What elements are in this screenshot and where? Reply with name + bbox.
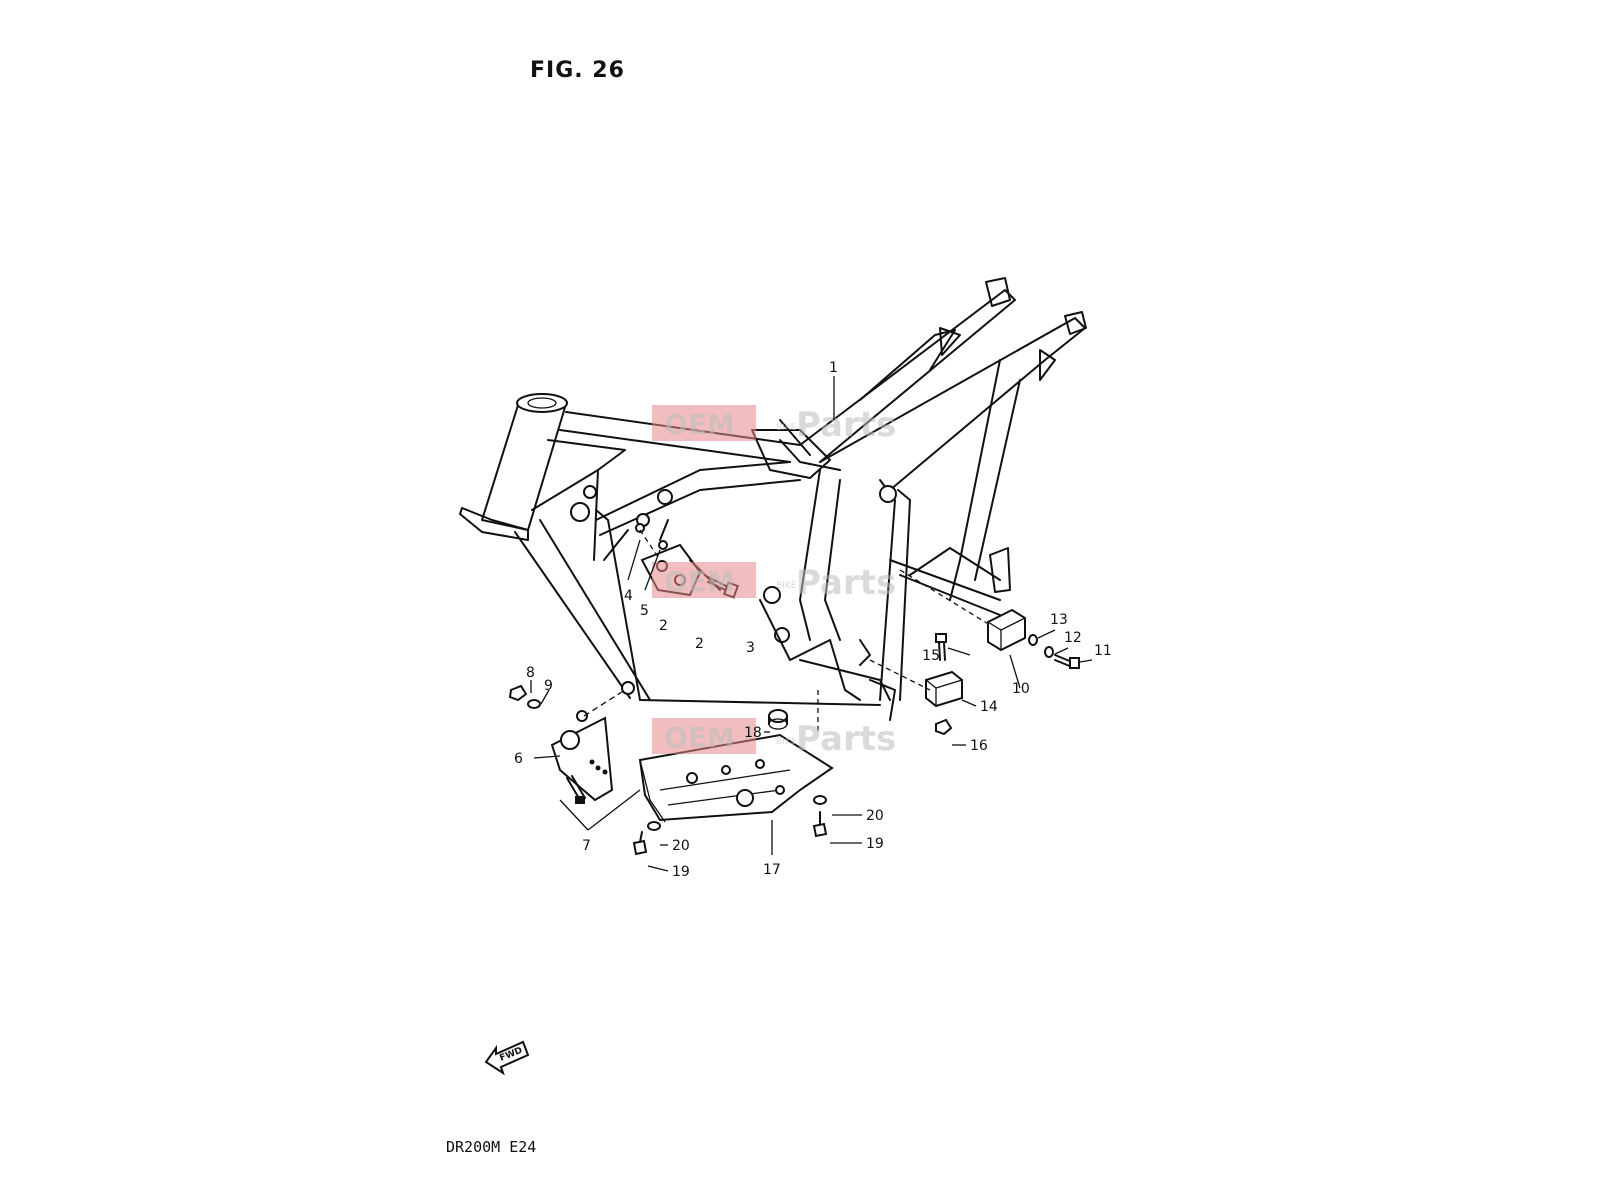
callout-10: 10 — [1012, 681, 1030, 697]
skid-plate — [638, 733, 834, 823]
cushion-10 — [987, 608, 1026, 652]
nut-16 — [935, 718, 953, 736]
watermark: OEM Parts BIKE OEM Parts BIKE OEM Parts … — [652, 405, 896, 759]
callout-14: 14 — [980, 699, 998, 715]
callout-2: 2 — [659, 618, 668, 634]
callout-17: 17 — [763, 862, 781, 878]
nut-13 — [1028, 634, 1038, 646]
svg-text:BIKE: BIKE — [776, 581, 797, 591]
svg-text:BIKE: BIKE — [776, 737, 797, 747]
bolt-19-left — [632, 831, 648, 856]
svg-text:BIKE: BIKE — [776, 423, 797, 433]
callout-20: 20 — [866, 808, 884, 824]
washer-9 — [527, 699, 541, 709]
callout-9: 9 — [544, 678, 553, 694]
front-lower-bracket — [550, 681, 635, 802]
leader-lines — [530, 376, 1093, 872]
callout-16: 16 — [970, 738, 988, 754]
washer-12 — [1044, 646, 1054, 658]
callout-12: 12 — [1064, 630, 1082, 646]
washer-20-left — [647, 821, 661, 831]
bolt-7 — [566, 775, 586, 804]
callout-13: 13 — [1050, 612, 1068, 628]
callout-11: 11 — [1094, 643, 1112, 659]
callout-8: 8 — [526, 665, 535, 681]
svg-text:Parts: Parts — [796, 405, 896, 445]
svg-text:OEM: OEM — [664, 565, 735, 598]
callout-19: 19 — [866, 836, 884, 852]
callout-6: 6 — [514, 751, 523, 767]
svg-text:Parts: Parts — [796, 563, 896, 603]
fwd-arrow-icon: FWD — [484, 1040, 530, 1076]
callout-4: 4 — [624, 588, 633, 604]
callout-7: 7 — [582, 838, 591, 854]
callout-18: 18 — [744, 725, 762, 741]
callout-2: 2 — [695, 636, 704, 652]
callout-5: 5 — [640, 603, 649, 619]
svg-text:OEM: OEM — [664, 408, 735, 441]
cushion-14 — [925, 670, 963, 708]
callout-labels: 1 2 2 3 4 5 6 7 8 9 10 11 12 13 14 15 16… — [514, 360, 1112, 880]
assembly-lines — [639, 529, 991, 735]
callout-15: 15 — [922, 648, 940, 664]
model-code: DR200M E24 — [446, 1138, 537, 1156]
nut-8 — [508, 684, 528, 702]
svg-text:OEM: OEM — [664, 721, 735, 754]
grommet-18 — [768, 709, 788, 730]
callout-19: 19 — [672, 864, 690, 880]
frame-drawing — [459, 277, 1087, 721]
bolt-11 — [1054, 654, 1080, 669]
washer-20-right — [813, 795, 827, 805]
callout-1: 1 — [829, 360, 838, 376]
figure-title: FIG. 26 — [530, 58, 625, 83]
callout-20: 20 — [672, 838, 690, 854]
svg-text:Parts: Parts — [796, 719, 896, 759]
bolt-15 — [935, 633, 947, 661]
callout-3: 3 — [746, 640, 755, 656]
bolt-19-right — [812, 811, 828, 838]
